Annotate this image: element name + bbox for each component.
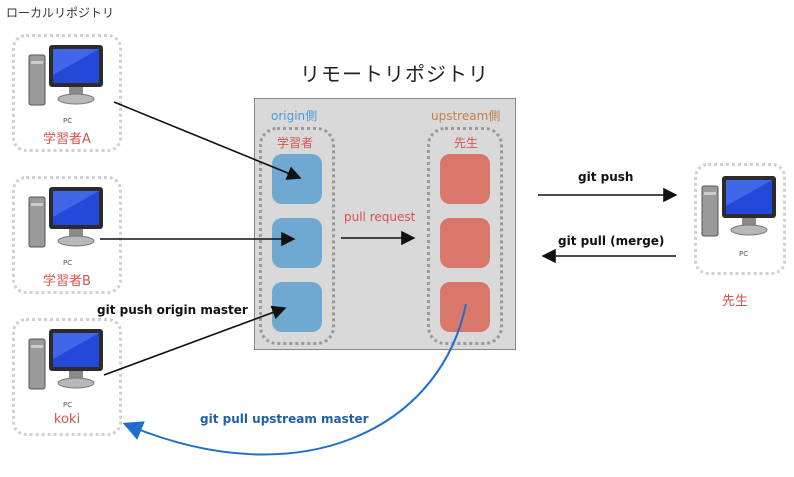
- git-push-origin-master-label: git push origin master: [97, 303, 248, 317]
- arrow-koki-to-origin: [103, 305, 287, 376]
- git-push-label: git push: [578, 170, 634, 184]
- origin-repo-tile-2: [272, 218, 322, 268]
- pc-card-teacher: PC: [694, 163, 786, 275]
- remote-repository-title: リモートリポジトリ: [300, 62, 489, 86]
- pc-label: PC: [63, 259, 73, 267]
- git-pull-upstream-master-label: git pull upstream master: [200, 412, 369, 426]
- pc-label: PC: [739, 250, 749, 258]
- remote-repository-box: origin側 upstream側 学習者 先生: [254, 98, 516, 350]
- upstream-repo-tile-1: [440, 154, 490, 204]
- upstream-side-label: upstream側: [431, 109, 501, 123]
- teacher-name: 先生: [722, 294, 749, 309]
- user-name-student-b: 学習者B: [43, 274, 91, 289]
- computer-icon: [28, 329, 103, 390]
- git-pull-merge-label: git pull (merge): [558, 234, 665, 248]
- pc-card-student-b: PC 学習者B: [12, 176, 122, 294]
- pc-label: PC: [63, 401, 73, 409]
- local-repository-title: ローカルリポジトリ: [6, 6, 115, 20]
- origin-group-label: 学習者: [277, 136, 314, 150]
- upstream-group-label: 先生: [454, 136, 479, 150]
- pc-card-koki: PC koki: [12, 318, 122, 436]
- pc-label: PC: [63, 117, 73, 125]
- arrow-student-a-to-origin: [113, 101, 302, 180]
- origin-side-label: origin側: [271, 109, 318, 123]
- user-name-koki: koki: [53, 412, 81, 427]
- pull-request-label: pull request: [344, 210, 416, 224]
- arrow-git-pull-upstream: [122, 303, 467, 456]
- computer-icon: [701, 176, 776, 237]
- computer-icon: [28, 187, 103, 248]
- computer-icon: [28, 45, 103, 106]
- pc-card-student-a: PC 学習者A: [12, 34, 122, 152]
- user-name-student-a: 学習者A: [43, 132, 91, 147]
- upstream-repo-tile-2: [440, 218, 490, 268]
